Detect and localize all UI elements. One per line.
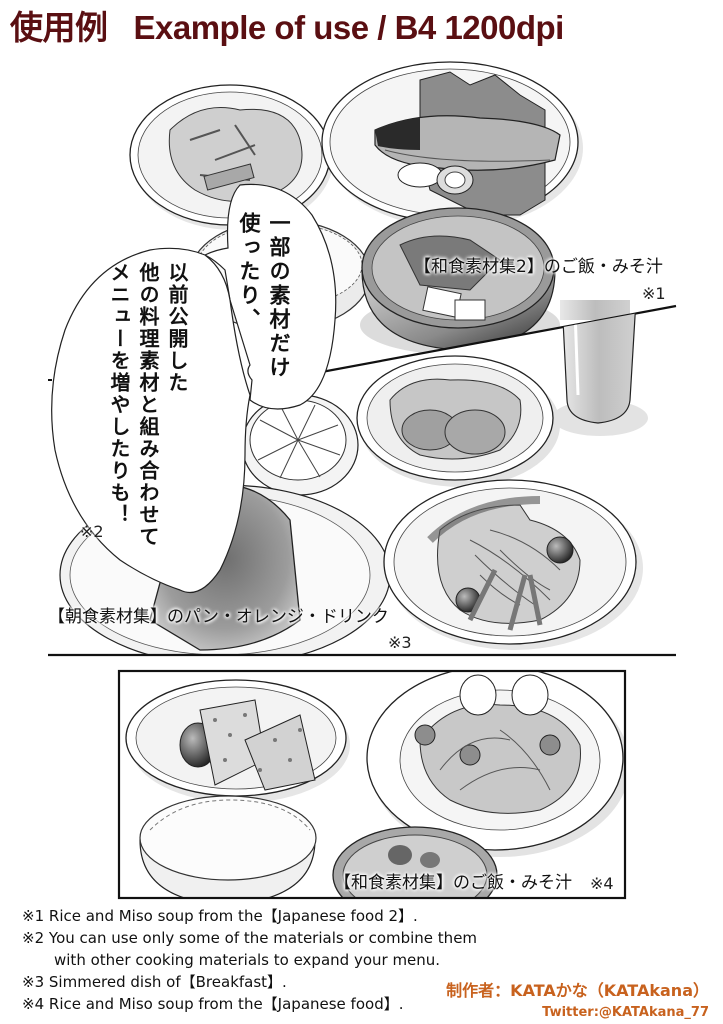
credit: 制作者：KATAかな（KATAkana） Twitter:@KATAkana_7… <box>446 980 709 1024</box>
panel-3-art <box>125 672 624 897</box>
panel-1-note: ※1 <box>642 284 666 303</box>
panel-3-note: ※4 <box>590 874 614 893</box>
panel-2-caption: 【朝食素材集】のパン・オレンジ・ドリンク <box>48 607 389 627</box>
panel-2-note: ※3 <box>388 633 412 652</box>
footnote-2: ※2 You can use only some of the material… <box>22 929 478 947</box>
speech-bubble-small-text: 一部の素材だけ 使ったり、 <box>237 212 291 380</box>
credit-twitter-handle: Twitter:@KATAkana_77 <box>542 1005 709 1020</box>
footnote-1: ※1 Rice and Miso soup from the【Japanese … <box>22 907 418 925</box>
page-title: 使用例 Example of use / B4 1200dpi <box>10 6 564 50</box>
footnotes: ※1 Rice and Miso soup from the【Japanese … <box>22 905 522 1015</box>
panel-1-caption: 【和食素材集2】のご飯・みそ汁 <box>414 257 663 277</box>
panel-3-caption: 【和食素材集】のご飯・みそ汁 <box>334 873 572 893</box>
footnote-4: ※4 Rice and Miso soup from the【Japanese … <box>22 995 404 1013</box>
title-english: Example of use / B4 1200dpi <box>133 9 565 46</box>
bubble-note-mark: ※2 <box>80 522 104 541</box>
panel-3-border <box>117 669 627 900</box>
speech-bubble-large-text: 以前公開した 他の料理素材と組み合わせて メニューを増やしたりも！ <box>107 262 189 548</box>
footnote-3: ※3 Simmered dish of【Breakfast】. <box>22 973 287 991</box>
title-japanese: 使用例 <box>10 9 108 46</box>
credit-author: 制作者：KATAかな（KATAkana） <box>446 981 709 1000</box>
footnote-2-continued: with other cooking materials to expand y… <box>54 951 441 969</box>
